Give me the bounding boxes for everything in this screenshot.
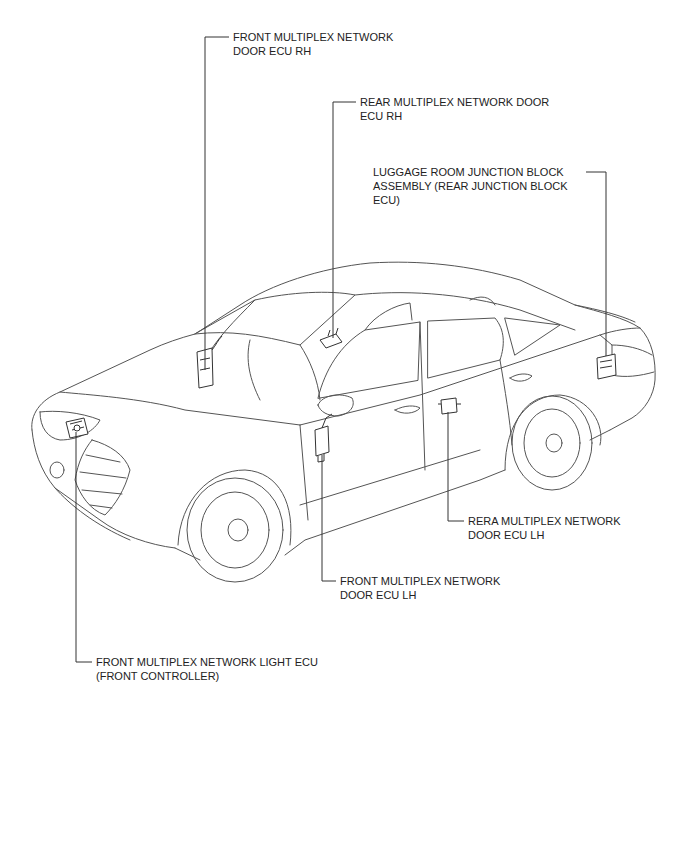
callout-label: RERA MULTIPLEX NETWORK DOOR ECU LH bbox=[468, 514, 656, 542]
callout-label: FRONT MULTIPLEX NETWORK DOOR ECU LH bbox=[340, 574, 532, 602]
callout-label: FRONT MULTIPLEX NETWORK DOOR ECU RH bbox=[233, 30, 425, 58]
callout-label: REAR MULTIPLEX NETWORK DOOR ECU RH bbox=[360, 95, 552, 123]
callout-label: LUGGAGE ROOM JUNCTION BLOCK ASSEMBLY (RE… bbox=[373, 165, 581, 207]
callout-label: FRONT MULTIPLEX NETWORK LIGHT ECU (FRONT… bbox=[96, 655, 352, 683]
